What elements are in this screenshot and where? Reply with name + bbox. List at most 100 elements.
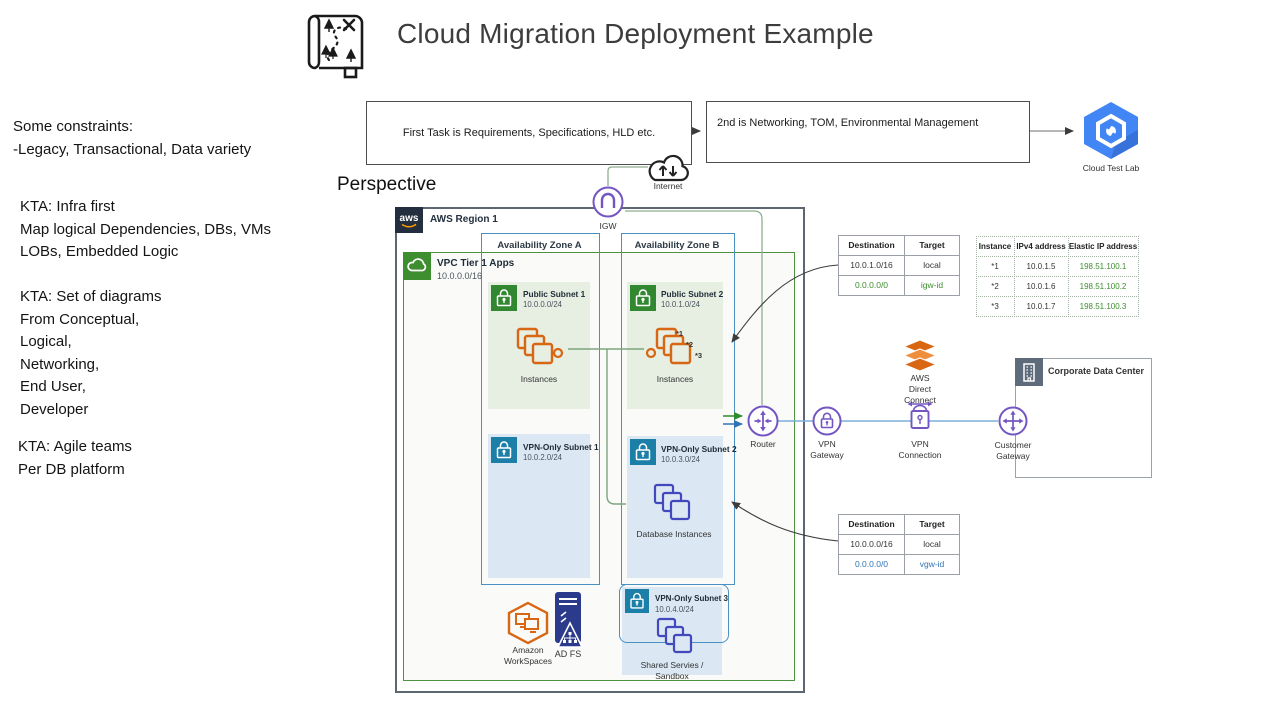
database-instances-icon <box>651 482 697 528</box>
note-line: Per DB platform <box>18 460 125 478</box>
rt-cell: 0.0.0.0/0 <box>839 555 905 574</box>
instance-mark: *3 <box>695 351 703 360</box>
eip-header: IPv4 address <box>1013 235 1069 257</box>
public-subnet-2-name: Public Subnet 2 <box>661 289 724 299</box>
vpn-connection-label-line: VPN <box>911 439 929 449</box>
note-line: Logical, <box>20 333 72 350</box>
eip-cell: *1 <box>975 255 1015 277</box>
vpn-gateway-label-line: VPN <box>818 439 836 449</box>
instances-icon <box>514 326 568 372</box>
workspaces-label-line: WorkSpaces <box>503 656 553 666</box>
rt-cell: 10.0.1.0/16 <box>839 256 905 276</box>
direct-connect-label: AWS Direct Connect <box>898 373 942 406</box>
note-line: Networking, <box>20 355 100 373</box>
eip-cell: *3 <box>975 295 1015 317</box>
router-icon <box>747 405 779 437</box>
note-line: Map logical Dependencies, DBs, VMs <box>20 220 271 238</box>
note-constraints: Some constraints: -Legacy, Transactional… <box>13 116 251 161</box>
line-internet-to-igw <box>607 166 648 186</box>
vpn-connection-label: VPN Connection <box>892 439 948 461</box>
eip-header: Elastic IP address <box>1067 235 1139 257</box>
note-kta-agile: KTA: Agile teams Per DB platform <box>18 436 132 481</box>
arrow-route-table-vgw-to-db <box>731 501 839 542</box>
elastic-ip-table: Instance IPv4 address Elastic IP address… <box>975 235 1139 317</box>
vpn-subnet-icon <box>491 437 517 463</box>
page-title: Cloud Migration Deployment Example <box>397 18 874 49</box>
adfs-label: AD FS <box>554 649 582 659</box>
vpn-subnet-1-cidr: 10.0.2.0/24 <box>523 453 563 462</box>
eip-cell: 10.0.1.6 <box>1013 275 1069 297</box>
instances-icon <box>641 326 695 372</box>
direct-connect-label-line: Direct <box>908 384 932 394</box>
eip-cell: 198.51.100.2 <box>1067 275 1139 297</box>
public-subnet-icon <box>630 285 656 311</box>
flow-box-first-task: First Task is Requirements, Specificatio… <box>366 101 692 165</box>
direct-connect-label-line: Connect <box>904 395 936 405</box>
cloud-test-lab-label: Cloud Test Lab <box>1082 163 1140 173</box>
note-line: -Legacy, Transactional, Data variety <box>13 140 252 158</box>
region-label: AWS Region 1 <box>430 214 498 225</box>
public-subnet-1-name: Public Subnet 1 <box>523 289 586 299</box>
rt-cell: 10.0.0.0/16 <box>839 535 905 555</box>
vpn-subnet-2-cidr: 10.0.3.0/24 <box>661 455 701 464</box>
public-subnet-icon <box>491 285 517 311</box>
eip-header: Instance <box>975 235 1015 257</box>
customer-gateway-label: Customer Gateway <box>986 440 1040 462</box>
vpn-gateway-icon <box>812 406 842 436</box>
vpn-gateway-label: VPN Gateway <box>802 439 852 461</box>
shared-services-icon <box>654 616 700 662</box>
route-table-vgw: Destination Target 10.0.0.0/16 local 0.0… <box>838 514 960 575</box>
rt-header: Destination <box>839 236 905 256</box>
note-line: Some constraints: <box>13 118 134 135</box>
vpn-subnet-icon <box>630 439 656 465</box>
note-line: End User, <box>20 378 86 395</box>
note-line: From Conceptual, <box>20 310 140 328</box>
note-line: LOBs, Embedded Logic <box>20 243 179 260</box>
line-igw-to-router <box>625 210 763 405</box>
rt-cell: igw-id <box>920 280 944 290</box>
flow-box-second-task: 2nd is Networking, TOM, Environmental Ma… <box>706 101 1030 163</box>
vpc-icon <box>403 252 431 280</box>
internet-gateway-icon <box>592 186 624 218</box>
internet-cloud-icon <box>643 148 693 184</box>
arrow-route-table-igw-to-subnet2 <box>731 264 839 343</box>
shared-services-label: Shared Servies / Sandbox <box>622 660 722 682</box>
vpn-subnet-3-cidr: 10.0.4.0/24 <box>655 605 695 614</box>
note-line: Developer <box>20 400 89 418</box>
perspective-label: Perspective <box>337 174 437 195</box>
note-line: KTA: Agile teams <box>18 438 132 455</box>
customer-gateway-icon <box>998 406 1028 436</box>
amazon-workspaces-label: Amazon WorkSpaces <box>494 645 562 667</box>
note-line: KTA: Infra first <box>20 198 115 215</box>
eip-cell: 10.0.1.7 <box>1013 295 1069 317</box>
aws-logo: aws <box>395 207 423 233</box>
aws-logo-text: aws <box>400 213 419 224</box>
cloud-test-lab-icon <box>1080 100 1142 160</box>
internet-label: Internet <box>653 181 683 191</box>
vpn-gateway-label-line: Gateway <box>810 450 844 460</box>
vpn-subnet-2-name: VPN-Only Subnet 2 <box>661 444 737 454</box>
instances-label: Instances <box>520 374 558 384</box>
vpn-connection-label-line: Connection <box>898 450 942 460</box>
workspaces-label-line: Amazon <box>512 645 544 655</box>
rt-cell: vgw-id <box>919 559 945 569</box>
database-instances-label: Database Instances <box>636 529 712 539</box>
rt-header: Target <box>905 515 959 535</box>
customer-gateway-label-line: Customer <box>994 440 1032 450</box>
note-line: KTA: Set of diagrams <box>20 288 162 305</box>
corporate-dc-title: Corporate Data Center <box>1048 366 1145 376</box>
direct-connect-label-line: AWS <box>910 373 930 383</box>
az-b-label: Availability Zone B <box>634 240 720 251</box>
rt-cell: local <box>905 256 959 276</box>
rt-cell: local <box>905 535 959 555</box>
treasure-map-icon <box>299 8 375 82</box>
eip-cell: *2 <box>975 275 1015 297</box>
public-subnet-1-cidr: 10.0.0.0/24 <box>523 300 563 309</box>
rt-header: Target <box>905 236 959 256</box>
vpc-cidr: 10.0.0.0/16 <box>437 271 483 281</box>
public-subnet-2-cidr: 10.0.1.0/24 <box>661 300 701 309</box>
note-kta-infra: KTA: Infra first Map logical Dependencie… <box>20 196 271 264</box>
vpc-name: VPC Tier 1 Apps <box>437 258 515 269</box>
eip-cell: 198.51.100.3 <box>1067 295 1139 317</box>
